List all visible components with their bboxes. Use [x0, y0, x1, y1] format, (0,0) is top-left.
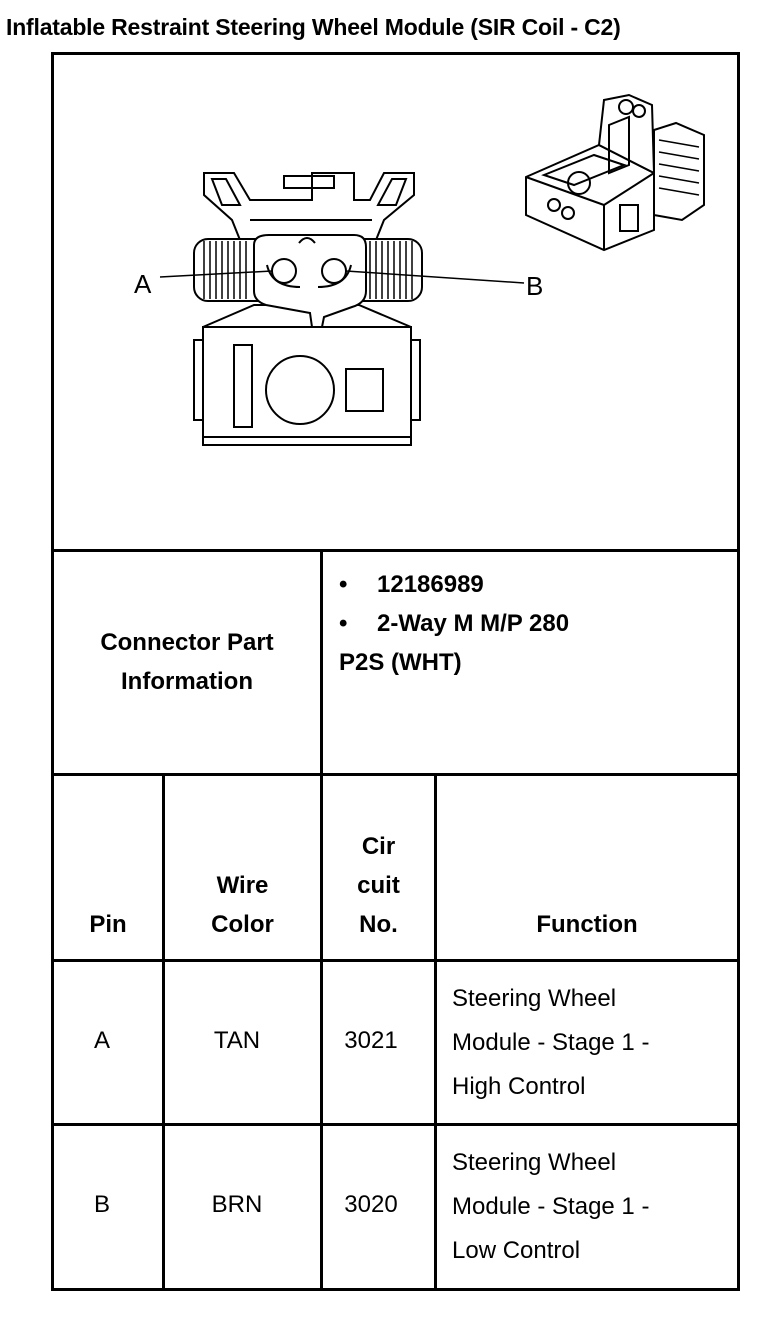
connector-info-label: Connector Part Information: [54, 623, 320, 701]
connector-isometric-view: [525, 93, 705, 252]
pin-b-callout: B: [526, 271, 543, 301]
divider: [54, 773, 737, 776]
row-b-function: Steering Wheel Module - Stage 1 - Low Co…: [452, 1141, 732, 1273]
row-a-wire-color: TAN: [213, 1027, 261, 1054]
connector-info-label-line: Information: [121, 668, 253, 695]
function-line: Module - Stage 1 -: [452, 1029, 650, 1056]
function-line: Steering Wheel: [452, 1149, 617, 1176]
header-line: cuit: [357, 872, 400, 899]
connector-diagram: A B: [134, 93, 705, 446]
connector-info-label-line: Connector Part: [100, 629, 274, 656]
function-line: High Control: [452, 1073, 586, 1100]
connector-part-list: •12186989 •2-Way M M/P 280 P2S (WHT): [339, 565, 729, 682]
part-continuation: P2S (WHT): [339, 649, 462, 676]
header-circuit-no: Cir cuit No.: [323, 827, 434, 944]
header-function: Function: [536, 911, 638, 938]
divider: [434, 773, 437, 1288]
row-a-function: Steering Wheel Module - Stage 1 - High C…: [452, 977, 732, 1109]
connector-front-view: [159, 172, 525, 446]
header-line: Wire: [216, 872, 269, 899]
part-number: 12186989: [377, 571, 484, 598]
connector-table: A B Connector Part Information •12186989…: [51, 52, 740, 1291]
part-description: 2-Way M M/P 280: [377, 610, 570, 637]
page-title: Inflatable Restraint Steering Wheel Modu…: [6, 14, 621, 40]
header-wire-color: Wire Color: [165, 866, 320, 944]
list-item: •2-Way M M/P 280: [339, 610, 570, 637]
row-a-pin: A: [93, 1027, 110, 1054]
divider: [54, 1123, 737, 1126]
divider: [54, 959, 737, 962]
header-pin: Pin: [89, 911, 127, 938]
divider: [162, 773, 165, 1288]
pin-a-callout: A: [134, 269, 152, 299]
function-line: Module - Stage 1 -: [452, 1193, 650, 1220]
header-line: Color: [211, 911, 274, 938]
function-line: Low Control: [452, 1237, 581, 1264]
header-line: Cir: [361, 833, 396, 860]
row-a-circuit: 3021: [344, 1027, 398, 1054]
list-item: •12186989: [339, 571, 484, 598]
row-b-pin: B: [93, 1191, 110, 1218]
row-b-wire-color: BRN: [211, 1191, 263, 1218]
header-line: No.: [359, 911, 398, 938]
row-b-circuit: 3020: [344, 1191, 398, 1218]
function-line: Steering Wheel: [452, 985, 617, 1012]
divider: [54, 549, 737, 552]
divider: [320, 549, 323, 1288]
